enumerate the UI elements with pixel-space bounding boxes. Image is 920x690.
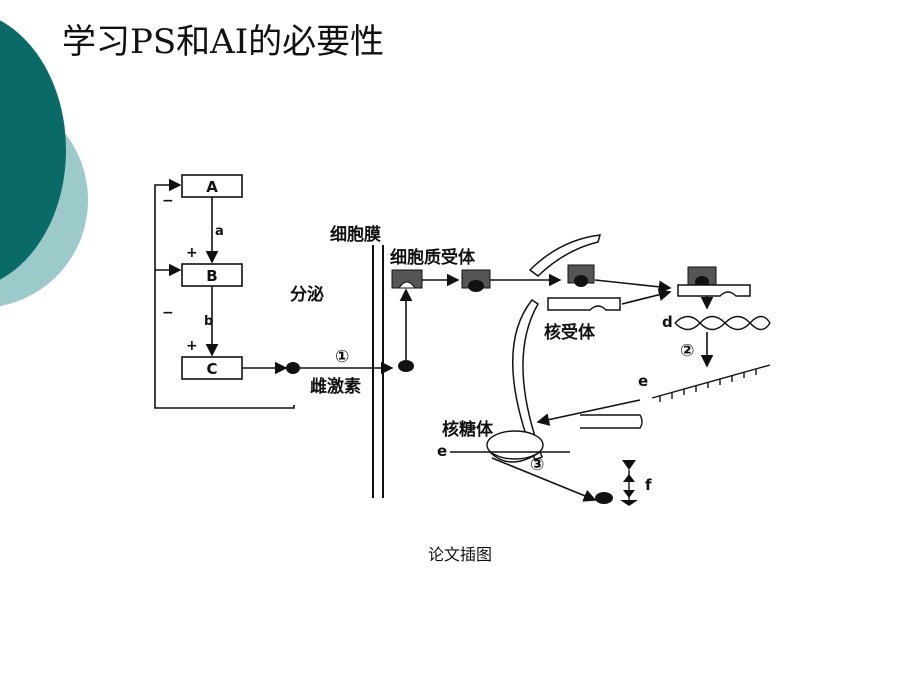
secrete-label: 分泌 — [290, 284, 324, 305]
label-d: d — [662, 313, 673, 331]
cytoplasm-receptor-empty — [391, 269, 423, 289]
slide-title: 学习PS和AI的必要性 — [62, 22, 385, 62]
box-c: C — [181, 356, 243, 380]
protein-chain-f — [620, 460, 638, 506]
hormone-dot-1 — [286, 362, 300, 374]
box-a-label: A — [206, 178, 218, 196]
arrow-to-dna-complex-2 — [621, 288, 672, 305]
mrna-top — [651, 364, 771, 402]
nuclear-envelope-lower — [512, 298, 543, 461]
dark-teal-circle — [0, 20, 66, 280]
nuclear-receptor-shape — [547, 297, 621, 311]
box-b-label: B — [206, 267, 217, 285]
plus-sign-2: + — [186, 338, 198, 354]
arrow-mrna-export — [536, 399, 641, 426]
nuclear-receptor-label: 核受体 — [544, 322, 596, 343]
receptor-hormone-complex — [461, 269, 491, 292]
box-a: A — [181, 174, 243, 198]
step-1-label: ① — [335, 347, 349, 367]
dna-helix — [674, 315, 771, 331]
arrow-a-label: a — [215, 224, 224, 239]
arrow-to-protein — [491, 457, 597, 502]
plus-sign-1: + — [186, 245, 198, 261]
label-e-top: e — [638, 372, 648, 390]
minus-sign-2: − — [162, 305, 174, 321]
ribosome — [450, 430, 570, 463]
hormone-dot-2 — [398, 360, 414, 372]
arrow-b-label: b — [204, 314, 213, 329]
step-3-label: ③ — [530, 455, 544, 475]
minus-sign-1: − — [162, 193, 174, 209]
arrow-to-dna-complex-1 — [594, 279, 672, 294]
estrogen-label: 雌激素 — [310, 376, 361, 397]
nuclear-pore — [580, 414, 643, 429]
step-2-label: ② — [680, 341, 694, 361]
cell-membrane — [372, 245, 384, 498]
complex-in-nucleus — [567, 264, 595, 287]
box-c-label: C — [206, 360, 217, 378]
membrane-label: 细胞膜 — [330, 224, 381, 245]
feedback-loop — [154, 178, 295, 409]
box-b: B — [181, 263, 243, 287]
ribosome-label: 核糖体 — [442, 419, 494, 440]
estrogen-signaling-diagram: A B C a b − + − + 分泌 ① 雌激素 细胞膜 细胞质受体 — [154, 174, 771, 506]
nuclear-envelope-upper — [528, 234, 602, 277]
cyto-receptor-label: 细胞质受体 — [390, 247, 476, 268]
figure-caption: 论文插图 — [427, 545, 492, 564]
label-e-bottom: e — [437, 442, 447, 460]
complex-bound-receptor — [677, 266, 751, 297]
label-f: f — [645, 476, 652, 494]
protein-product — [595, 492, 613, 504]
